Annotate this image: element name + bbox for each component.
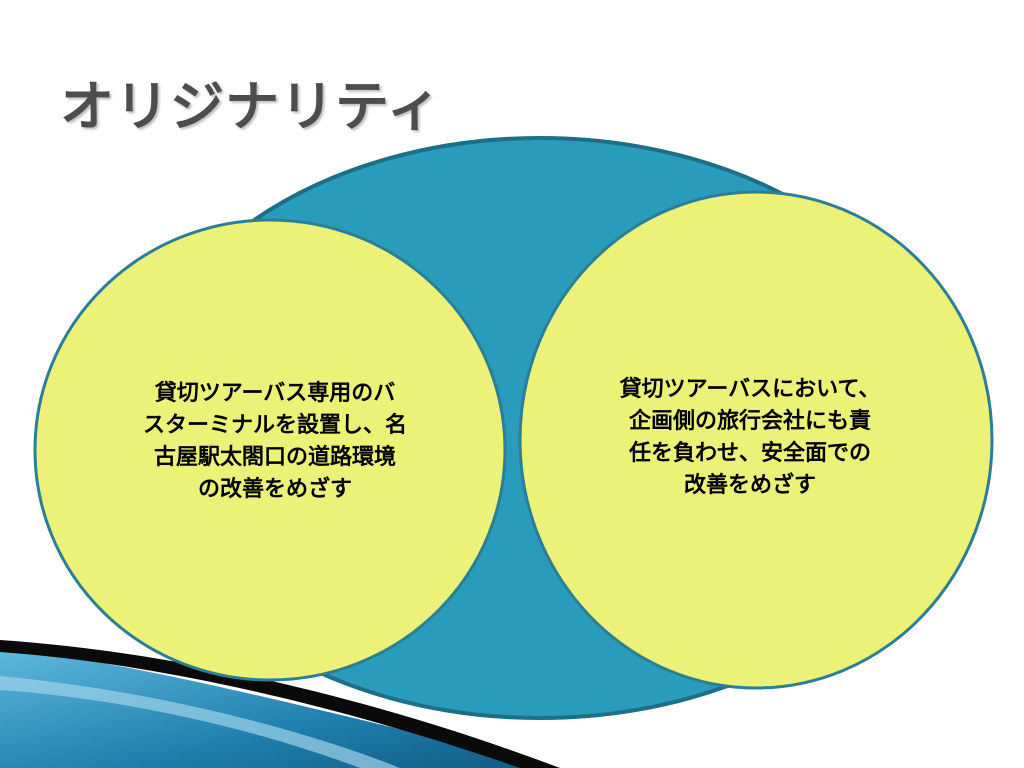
swoosh-blue <box>0 648 560 768</box>
swoosh-dark <box>0 640 560 768</box>
left-circle-line: の改善をめざす <box>197 477 352 502</box>
left-circle-line: スターミナルを設置し、名 <box>142 413 407 438</box>
right-circle-line: 貸切ツアーバスにおいて、 <box>619 377 881 402</box>
right-circle <box>518 190 994 690</box>
right-circle-text: 貸切ツアーバスにおいて、 企画側の旅行会社にも責 任を負わせ、安全面での 改善を… <box>585 374 915 502</box>
left-circle-line: 古屋駅太閤口の道路環境 <box>153 445 396 470</box>
right-circle-line: 企画側の旅行会社にも責 <box>628 409 871 434</box>
right-circle-line: 任を負わせ、安全面での <box>628 441 871 466</box>
left-circle <box>33 218 507 682</box>
slide-title: オリジナリティ <box>60 75 442 138</box>
corner-swoosh <box>0 640 560 768</box>
swoosh-light <box>0 676 400 768</box>
left-circle-text: 貸切ツアーバス専用のバ スターミナルを設置し、名 古屋駅太閤口の道路環境 の改善… <box>110 378 440 506</box>
right-circle-line: 改善をめざす <box>683 473 816 498</box>
left-circle-line: 貸切ツアーバス専用のバ <box>154 381 396 406</box>
